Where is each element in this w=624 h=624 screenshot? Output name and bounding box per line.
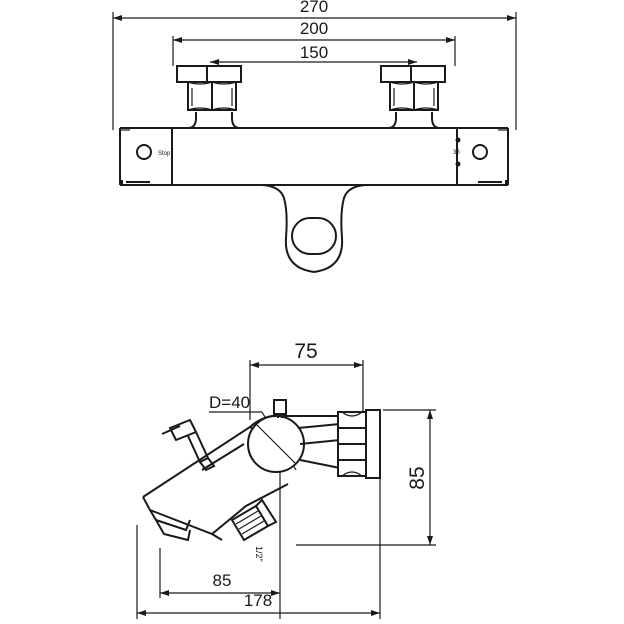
wall-flange: [365, 409, 381, 479]
dim-inner-label: 150: [300, 43, 328, 62]
dim-height: 85: [296, 409, 436, 546]
dim-mid-label: 200: [300, 19, 328, 38]
left-inlet-connector: [176, 65, 242, 129]
threaded-outlet: 1/2": [230, 498, 278, 562]
thread-label: 1/2": [254, 546, 264, 562]
dim-inner: 150: [210, 43, 417, 65]
dim-overall: 270: [112, 0, 517, 130]
temperature-knob: 38: [453, 137, 488, 167]
dim-bottom-short-label: 85: [213, 571, 232, 590]
top-pin: [273, 399, 287, 418]
stop-knob: Stop: [136, 144, 171, 160]
stop-label: Stop: [158, 151, 171, 157]
hex-nut: [337, 411, 367, 477]
dim-mid: 200: [172, 19, 456, 66]
dim-height-label: 85: [406, 466, 429, 489]
outlet-lug: [261, 184, 367, 274]
dim-width-label: 75: [294, 340, 317, 363]
dim-bottom-short: 85: [159, 548, 280, 598]
right-inlet-connector: [380, 65, 446, 129]
dim-overall-label: 270: [300, 0, 328, 16]
valve-round: [247, 415, 305, 473]
dim-width: 75: [249, 340, 364, 420]
mixer-body-top: [119, 127, 509, 186]
spout-tip: [149, 509, 191, 542]
dim-bottom-long-label: 178: [244, 591, 272, 610]
dim-bottom-long: 178: [136, 420, 381, 619]
diameter-label: D=40: [209, 393, 250, 412]
temp-label: 38: [453, 150, 460, 156]
diverter-handle: [161, 418, 216, 472]
side-view: 75 85 85 178: [136, 340, 436, 619]
top-view: 270 200 150: [112, 0, 517, 274]
